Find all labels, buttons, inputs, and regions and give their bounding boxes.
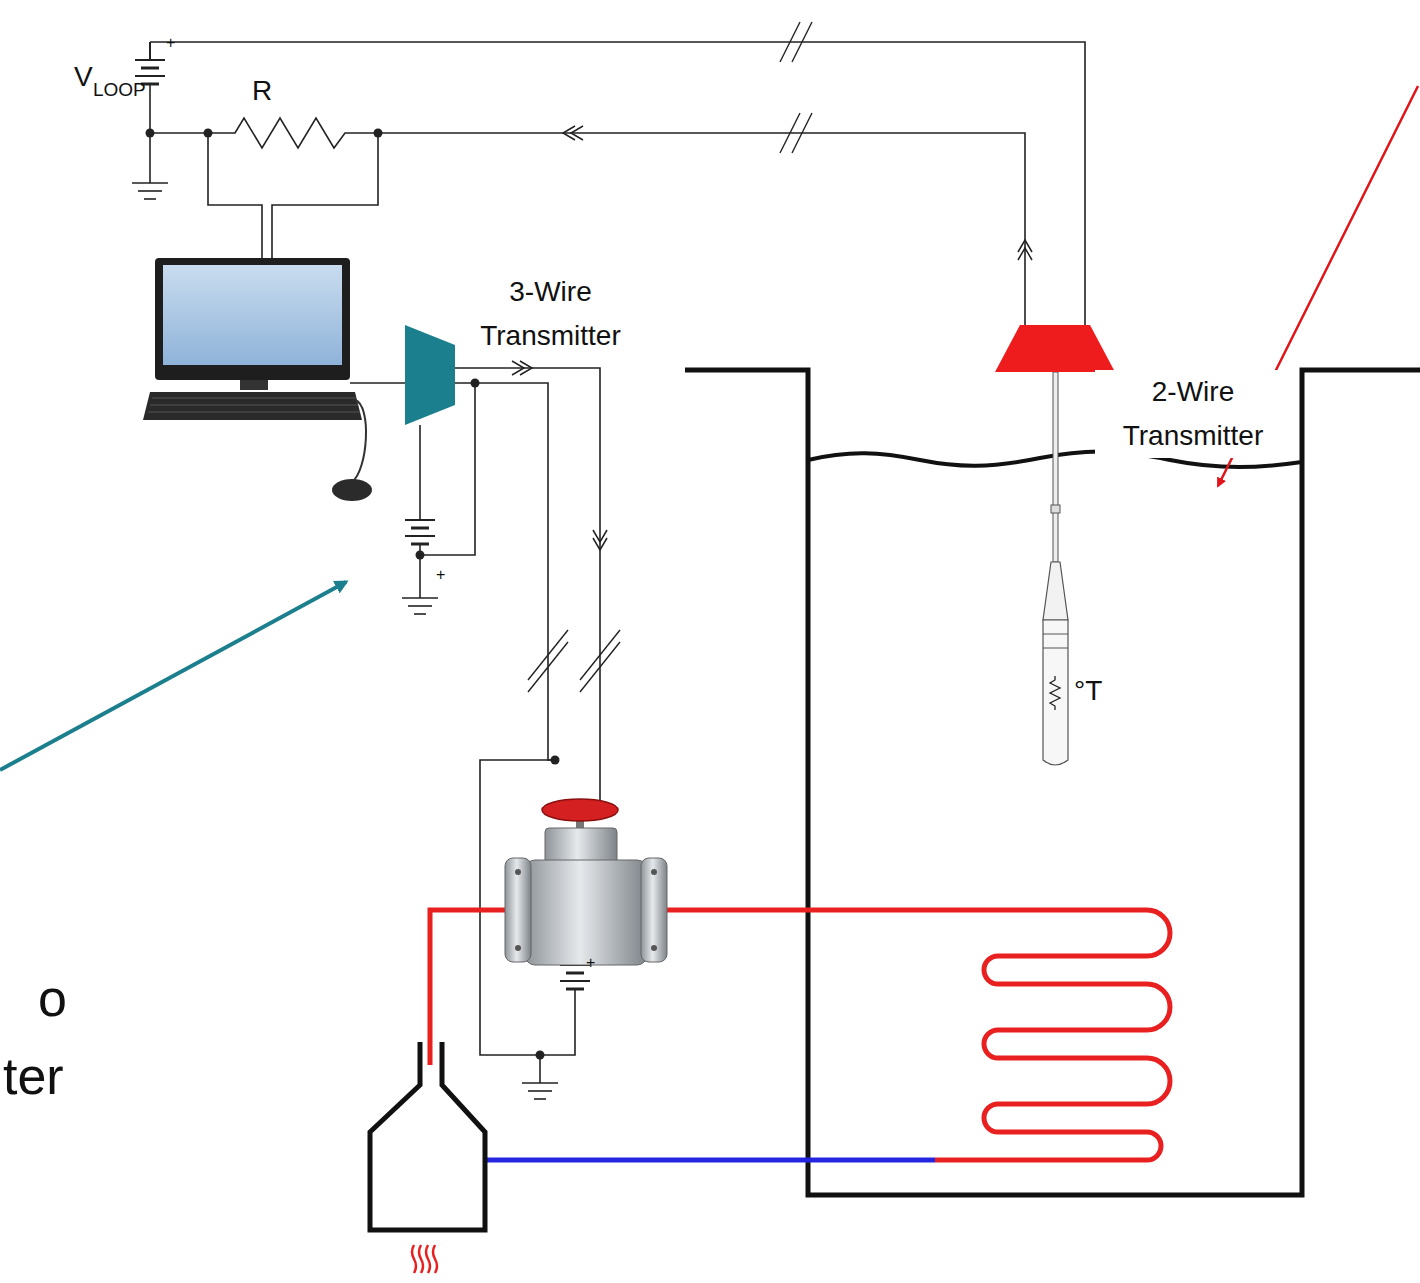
transmitter-wires [350,368,600,1083]
transmitter-shape [995,325,1117,375]
polarity-mark: + [436,566,445,584]
computer [143,258,372,501]
polarity-mark: + [586,954,595,972]
gate-valve [505,799,667,965]
break-marks [528,22,812,692]
transmitter-label: 2-Wire Transmitter [1095,370,1291,458]
cutoff-text: o [38,970,67,1027]
two-wire-transmitter: 2-Wire Transmitter [995,320,1295,470]
transmitter-label: 3-Wire Transmitter [460,270,641,358]
voltage-subscript: LOOP [93,80,146,101]
heat-waves [412,1245,437,1273]
battery-symbol [135,42,165,84]
sensor-resistor [1050,676,1060,710]
callout-arrow [0,582,346,770]
temperature-probe [1043,372,1068,765]
heating-coil [665,910,1170,1160]
return-pipe [485,1158,935,1163]
boiler [370,1042,485,1230]
transmitter-body [995,325,1115,372]
resistor-label: R [252,76,272,107]
resistor-symbol [208,118,378,148]
voltage-label: V [74,62,93,93]
callout-arrow [1218,86,1418,486]
ground-symbols [132,183,558,1099]
hot-pipe [430,910,505,1065]
transmitter-shape [405,325,457,427]
junction-dots [146,129,560,1060]
polarity-mark: + [166,34,175,52]
current-arrows [512,126,1032,550]
cutoff-text: ter [3,1048,64,1105]
three-wire-transmitter: 3-Wire Transmitter [400,270,641,430]
tank-wall [685,370,1420,1195]
transmitter-body [405,325,455,425]
temperature-label: °T [1074,676,1102,707]
